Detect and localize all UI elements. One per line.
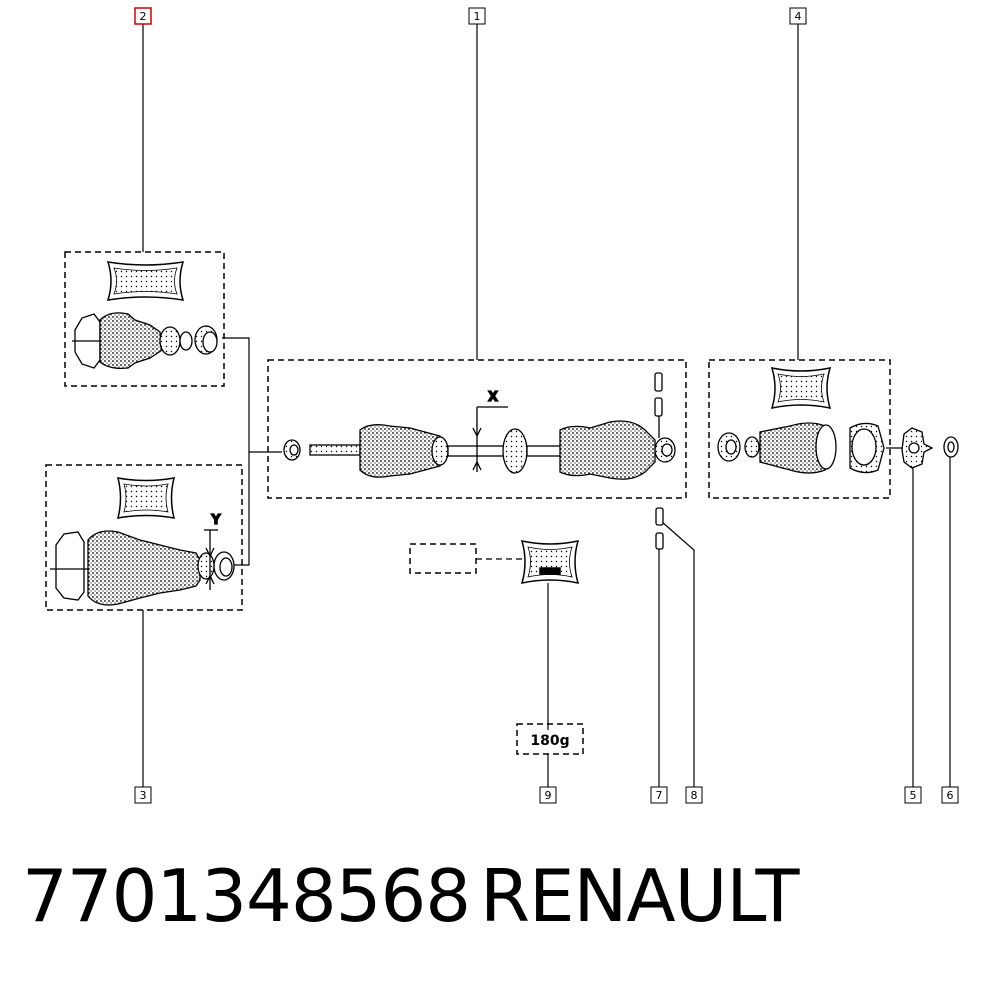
- svg-text:9: 9: [545, 789, 552, 802]
- callout-3: 3: [134, 786, 152, 804]
- svg-text:3: 3: [140, 789, 147, 802]
- callout-1: 1: [468, 7, 486, 25]
- svg-text:5: 5: [910, 789, 917, 802]
- spider-joint-5: [901, 427, 934, 469]
- part-number: 7701348568: [22, 854, 471, 938]
- svg-text:4: 4: [795, 10, 802, 23]
- callout-5: 5: [904, 786, 922, 804]
- joint-kit-4: [717, 422, 885, 474]
- dimension-x-label: X: [488, 390, 498, 405]
- leader-lines: [142, 24, 951, 787]
- callout-9: 9: [539, 786, 557, 804]
- grease-weight-label: 180g: [530, 733, 569, 749]
- grease-sachet-icon: [116, 477, 176, 519]
- svg-text:1: 1: [474, 10, 481, 23]
- kit-frames: [45, 251, 891, 755]
- joint-kit-2: [72, 312, 218, 370]
- callout-7: 7: [650, 786, 668, 804]
- svg-text:2: 2: [140, 10, 147, 23]
- callout-2: 2: [134, 7, 152, 25]
- circlip-6: [943, 436, 959, 458]
- callout-8: 8: [685, 786, 703, 804]
- grease-sachet-icon: [770, 367, 832, 409]
- callout-6: 6: [941, 786, 959, 804]
- pin-7-8: [655, 507, 664, 550]
- callout-4: 4: [789, 7, 807, 25]
- svg-text:7: 7: [656, 789, 663, 802]
- brand-name: RENAULT: [480, 854, 800, 938]
- svg-text:6: 6: [947, 789, 954, 802]
- dimension-y-label: Y: [210, 513, 221, 528]
- joint-kit-3: Y: [50, 512, 235, 606]
- svg-text:8: 8: [691, 789, 698, 802]
- grease-sachet-icon: [520, 540, 580, 584]
- drive-shaft-assembly: X: [283, 372, 676, 480]
- grease-sachet-icon: [106, 261, 185, 301]
